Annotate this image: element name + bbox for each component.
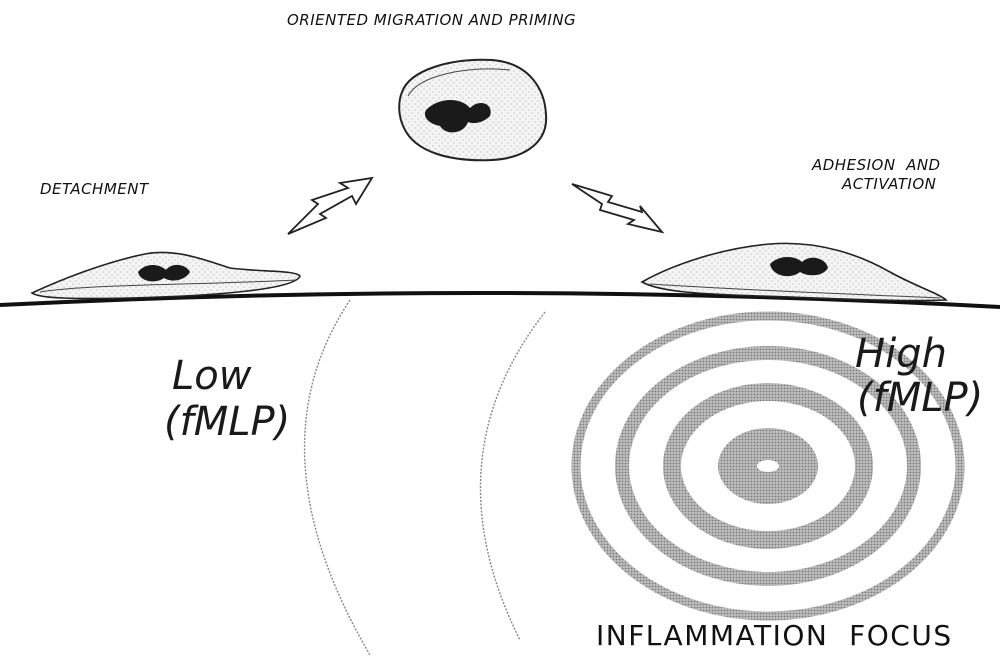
gradient-arc-outer [305,300,370,655]
migrating-cell [399,60,546,160]
label-high-molecule: (fMLP) [857,378,983,418]
gradient-arc-inner [480,312,545,640]
detaching-cell [32,252,300,298]
label-adhesion-line2: ACTIVATION [842,177,936,192]
label-detachment: DETACHMENT [40,182,149,197]
label-oriented-migration: ORIENTED MIGRATION AND PRIMING [287,13,576,28]
arrow-up-icon [288,178,372,234]
label-inflammation-focus: INFLAMMATION FOCUS [596,622,953,650]
label-low-molecule: (fMLP) [164,402,290,442]
label-adhesion-line1: ADHESION AND [812,158,941,173]
adherent-cell [642,243,946,300]
label-high-concentration: High [855,334,947,374]
label-low-concentration: Low [172,356,251,396]
arrow-down-icon [572,184,662,232]
